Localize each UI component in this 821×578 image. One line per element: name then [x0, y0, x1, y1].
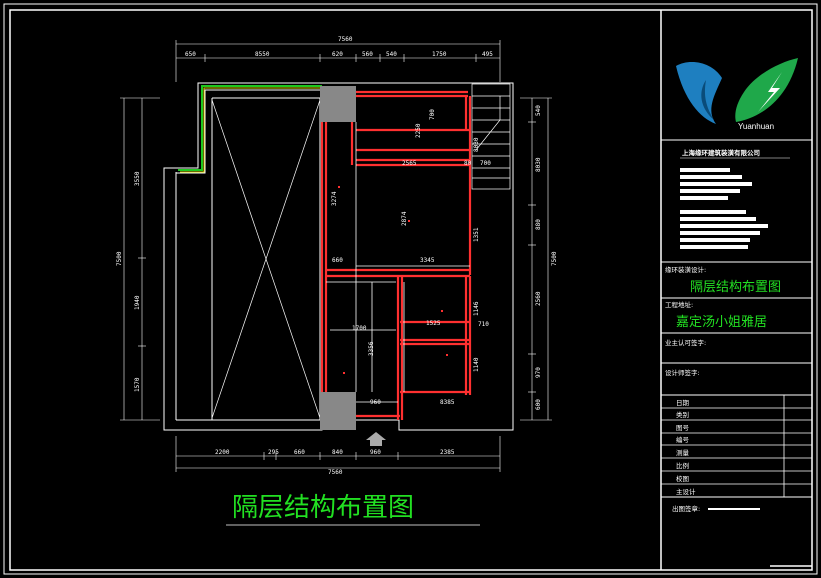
field-check: 校图 — [676, 474, 689, 483]
field-date: 日期 — [676, 399, 690, 407]
drawing-name: 隔层结构布置图 — [690, 280, 781, 295]
dim-top-1: 650 — [185, 51, 196, 58]
dim-inner-1146: 1146 — [473, 301, 480, 316]
dim-inner-1525: 1525 — [426, 320, 441, 327]
dim-bottom-3: 660 — [294, 449, 305, 456]
dim-left-total: 7500 — [116, 251, 123, 266]
address-label: 工程地址: — [665, 300, 693, 309]
dim-inner-3345: 3345 — [420, 257, 435, 264]
field-category: 类别 — [676, 410, 689, 419]
dim-right-1: 540 — [535, 105, 542, 116]
entrance-arrow-icon — [366, 432, 386, 446]
dim-bottom-1: 2200 — [215, 449, 230, 456]
dim-bottom-5: 960 — [370, 449, 381, 456]
field-lead-designer: 主设计 — [676, 487, 696, 496]
inner-border — [9, 9, 813, 571]
designer-label: 缘环装潢设计: — [665, 265, 706, 274]
dim-inner-2250: 2250 — [415, 123, 422, 138]
field-code: 编号 — [676, 435, 690, 444]
dim-bottom-total: 7560 — [328, 469, 343, 476]
dim-right-5: 970 — [535, 367, 542, 378]
dim-right-4: 2560 — [535, 291, 542, 306]
dim-bottom-4: 840 — [332, 449, 343, 456]
dim-inner-1700: 1700 — [352, 325, 367, 332]
field-drawing-no: 图号 — [676, 424, 690, 432]
dim-right-3: 880 — [535, 219, 542, 230]
dim-top-total: 7560 — [338, 36, 353, 43]
dim-inner-8030: 8030 — [473, 137, 480, 152]
dim-bottom-6: 2385 — [440, 449, 455, 456]
floor-plan — [120, 40, 552, 472]
dim-top-5: 540 — [386, 51, 397, 58]
field-scale: 比例 — [676, 461, 689, 470]
dim-inner-710: 710 — [478, 321, 489, 328]
company-logo: Yuanhuan — [676, 58, 798, 131]
dim-left-2: 1940 — [134, 295, 141, 310]
logo-text: Yuanhuan — [738, 122, 774, 131]
dim-inner-1351: 1351 — [473, 227, 480, 242]
column-bottom — [320, 392, 356, 430]
dim-top-7: 495 — [482, 51, 493, 58]
project-address: 嘉定汤小姐雅居 — [676, 315, 767, 330]
dim-inner-960: 960 — [370, 399, 381, 406]
dim-left-1: 3550 — [134, 171, 141, 186]
field-measure: 测量 — [676, 449, 690, 457]
owner-sign-label: 业主认可签字: — [665, 338, 706, 347]
dim-right-total: 7500 — [551, 251, 558, 266]
dim-inner-1140: 1140 — [473, 357, 480, 372]
dim-inner-3356: 3356 — [368, 341, 375, 356]
designer-sign-label: 设计师签字: — [665, 368, 700, 377]
dim-top-3: 620 — [332, 51, 343, 58]
dim-inner-660: 660 — [332, 257, 343, 264]
dim-inner-3274: 3274 — [331, 191, 338, 206]
dim-inner-700b: 700 — [429, 109, 436, 120]
title-block — [660, 10, 812, 570]
company-name: 上海缘环建筑装潢有限公司 — [682, 148, 760, 157]
dim-inner-80a: 80 — [464, 160, 472, 167]
dim-left-3: 1570 — [134, 377, 141, 392]
dim-bottom-2: 295 — [268, 449, 279, 456]
dim-top-6: 1750 — [432, 51, 447, 58]
dim-right-2: 8030 — [535, 157, 542, 172]
dim-top-2: 8550 — [255, 51, 270, 58]
dim-inner-2565: 2565 — [402, 160, 417, 167]
dim-inner-2874: 2874 — [401, 211, 408, 226]
dim-inner-700a: 700 — [480, 160, 491, 167]
dim-top-4: 560 — [362, 51, 373, 58]
drawing-title: 隔层结构布置图 — [232, 493, 414, 523]
company-info-bars — [680, 168, 768, 249]
out-stamp-label: 出图签章: — [672, 504, 700, 513]
column-top — [320, 86, 356, 122]
outer-border — [3, 3, 818, 575]
dim-right-6: 600 — [535, 399, 542, 410]
dim-inner-8385: 8385 — [440, 399, 455, 406]
